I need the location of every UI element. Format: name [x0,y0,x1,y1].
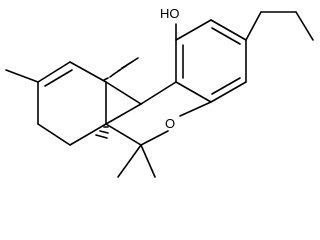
bond-c3-propyl1 [245,11,262,41]
aromatic-ring [175,19,247,103]
bond-c4a-o5 [179,101,212,117]
bond-c10-c10a [69,61,107,83]
bond-c10a-c10b [105,81,142,105]
bond-c2-c3 [210,19,247,41]
bond-c10b-c6a-link [105,103,142,125]
aromatic-double-bond-1 [211,27,241,45]
bond-c6-methyl-a [117,144,142,178]
bond-c9-methyl [5,69,39,83]
bond-c9-c10-double [44,69,73,87]
bond-c6-c6a [105,123,142,146]
bond-c10b-c10a [140,81,177,105]
stereo-bond-c6a [95,126,109,139]
bond-c1-c2 [175,19,212,41]
molecule-structure: HO O [5,6,314,178]
ring-oxygen-label: O [165,116,175,131]
bond-o5-c6 [140,130,169,146]
propyl-chain [245,11,314,41]
hydroxyl-label: HO [160,6,180,21]
cyclohexene-ring [37,61,107,146]
stereo-bond-c10a [103,57,139,81]
bond-c4-c4a [210,81,247,103]
bond-c7-c8 [37,123,71,146]
bond-propyl2-propyl3 [295,11,314,41]
bond-c6a-c7 [69,123,107,146]
pyran-ring [105,81,212,146]
bond-c6-methyl-b [140,144,156,178]
bond-c9-c10 [37,61,71,83]
bond-c4a-c10b [175,81,212,103]
aromatic-double-bond-2 [211,77,241,95]
